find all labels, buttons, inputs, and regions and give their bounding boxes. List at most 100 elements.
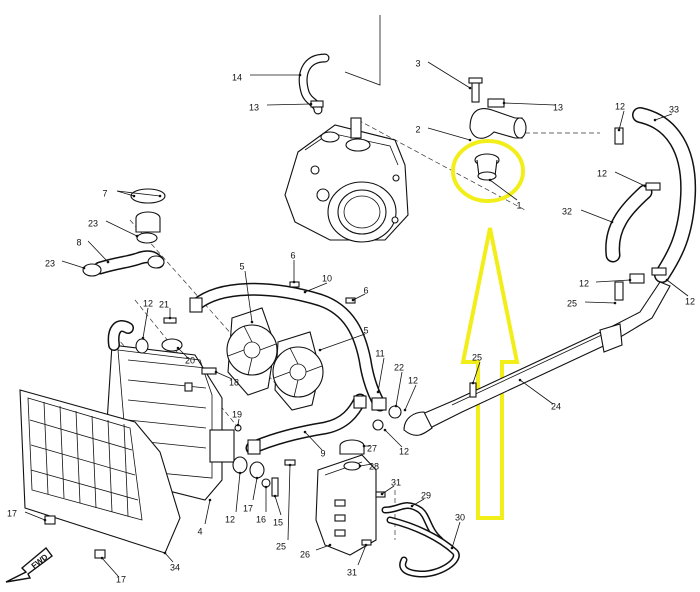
leader-tip — [158, 194, 162, 198]
leader-tip — [468, 138, 472, 142]
callout-number: 31 — [347, 567, 357, 577]
leader-tip — [303, 430, 307, 434]
callout-number: 25 — [276, 541, 286, 551]
callout-number: 7 — [102, 188, 107, 198]
leader-line — [164, 552, 174, 563]
leader-line — [101, 557, 119, 577]
leader-tip — [450, 546, 454, 550]
leader-line — [654, 113, 673, 121]
hose-clamp — [310, 100, 324, 108]
callout-number: 14 — [232, 72, 242, 82]
callout-number: 5 — [363, 325, 368, 335]
callout-number: 22 — [394, 362, 404, 372]
callout-number: 21 — [159, 299, 169, 309]
leader-tip — [617, 128, 621, 132]
leader-tip — [665, 278, 669, 282]
leader-line — [315, 544, 331, 551]
leader-line — [427, 127, 471, 141]
leader-tip — [100, 556, 104, 560]
leader-tip — [163, 551, 167, 555]
callout-number: 12 — [597, 168, 607, 178]
leader-line — [24, 511, 46, 521]
callout-number: 34 — [170, 562, 180, 572]
leader-tip — [168, 316, 172, 320]
callout-number: 12 — [408, 375, 418, 385]
callout-number: 4 — [197, 526, 202, 536]
leader-line — [235, 472, 241, 513]
callout-number: 23 — [45, 258, 55, 268]
hose-clamp — [651, 267, 667, 276]
callout-number: 25 — [567, 298, 577, 308]
leader-line — [61, 260, 85, 269]
leader-tip — [376, 390, 380, 394]
leader-tip — [132, 194, 136, 198]
leader-tip — [394, 404, 398, 408]
callout-number: 16 — [256, 514, 266, 524]
leader-line — [489, 179, 518, 201]
callout-number: 12 — [685, 296, 695, 306]
leader-tip — [214, 370, 218, 374]
leader-tip — [328, 543, 332, 547]
leader-tip — [298, 73, 302, 77]
callout-number: 6 — [290, 250, 295, 260]
leader-line — [352, 293, 366, 301]
callout-number: 33 — [669, 104, 679, 114]
leader-line — [244, 270, 253, 323]
thermostat-housing — [284, 117, 409, 243]
callout-number: 25 — [472, 352, 482, 362]
leader-line — [116, 190, 135, 197]
callout-number: 29 — [421, 490, 431, 500]
callout-number: 30 — [455, 512, 465, 522]
callout-number: 12 — [579, 278, 589, 288]
radiator-grille — [19, 389, 181, 559]
leader-line — [404, 384, 417, 411]
upper-radiator-hose — [605, 107, 697, 284]
callout-number: 13 — [249, 102, 259, 112]
highlight-circle — [451, 139, 525, 203]
leader-line — [116, 190, 161, 197]
leader-tip — [471, 381, 475, 385]
leader-line — [105, 220, 138, 237]
callout-number: 27 — [367, 443, 377, 453]
leader-tip — [643, 184, 647, 188]
leader-tip — [383, 428, 387, 432]
leader-line — [618, 110, 625, 131]
callout-number: 31 — [391, 477, 401, 487]
callout-number: 28 — [369, 461, 379, 471]
callout-number: 19 — [232, 409, 242, 419]
leader-tip — [208, 498, 212, 502]
leader-tip — [273, 494, 277, 498]
leader-line — [395, 371, 403, 407]
leader-tip — [628, 278, 632, 282]
leader-line — [411, 498, 425, 507]
leader-line — [359, 463, 373, 467]
leader-line — [584, 301, 616, 304]
leader-tip — [141, 336, 145, 340]
leader-tip — [292, 280, 296, 284]
leader-line — [204, 499, 211, 525]
leader-tip — [403, 408, 407, 412]
leader-line — [384, 429, 403, 448]
callout-number: 5 — [239, 261, 244, 271]
leader-line — [472, 361, 481, 384]
leader-line — [252, 477, 258, 501]
leader-tip — [351, 298, 355, 302]
hose-clamp — [645, 182, 661, 191]
callout-number: 3 — [415, 58, 420, 68]
callout-number: 9 — [320, 448, 325, 458]
callout-number: 6 — [363, 285, 368, 295]
leader-line — [614, 171, 646, 187]
leader-line — [274, 495, 282, 516]
leader-tip — [106, 260, 110, 264]
callout-number: 32 — [562, 206, 572, 216]
leader-line — [666, 279, 689, 297]
callout-number: 17 — [116, 574, 126, 584]
callout-number: 12 — [615, 101, 625, 111]
hose-clamp — [487, 98, 505, 108]
callout-number: 1 — [516, 200, 521, 210]
hose-clamp — [629, 273, 645, 284]
callout-number: 10 — [322, 273, 332, 283]
leader-tip — [518, 378, 522, 382]
lower-hoses — [189, 282, 402, 455]
